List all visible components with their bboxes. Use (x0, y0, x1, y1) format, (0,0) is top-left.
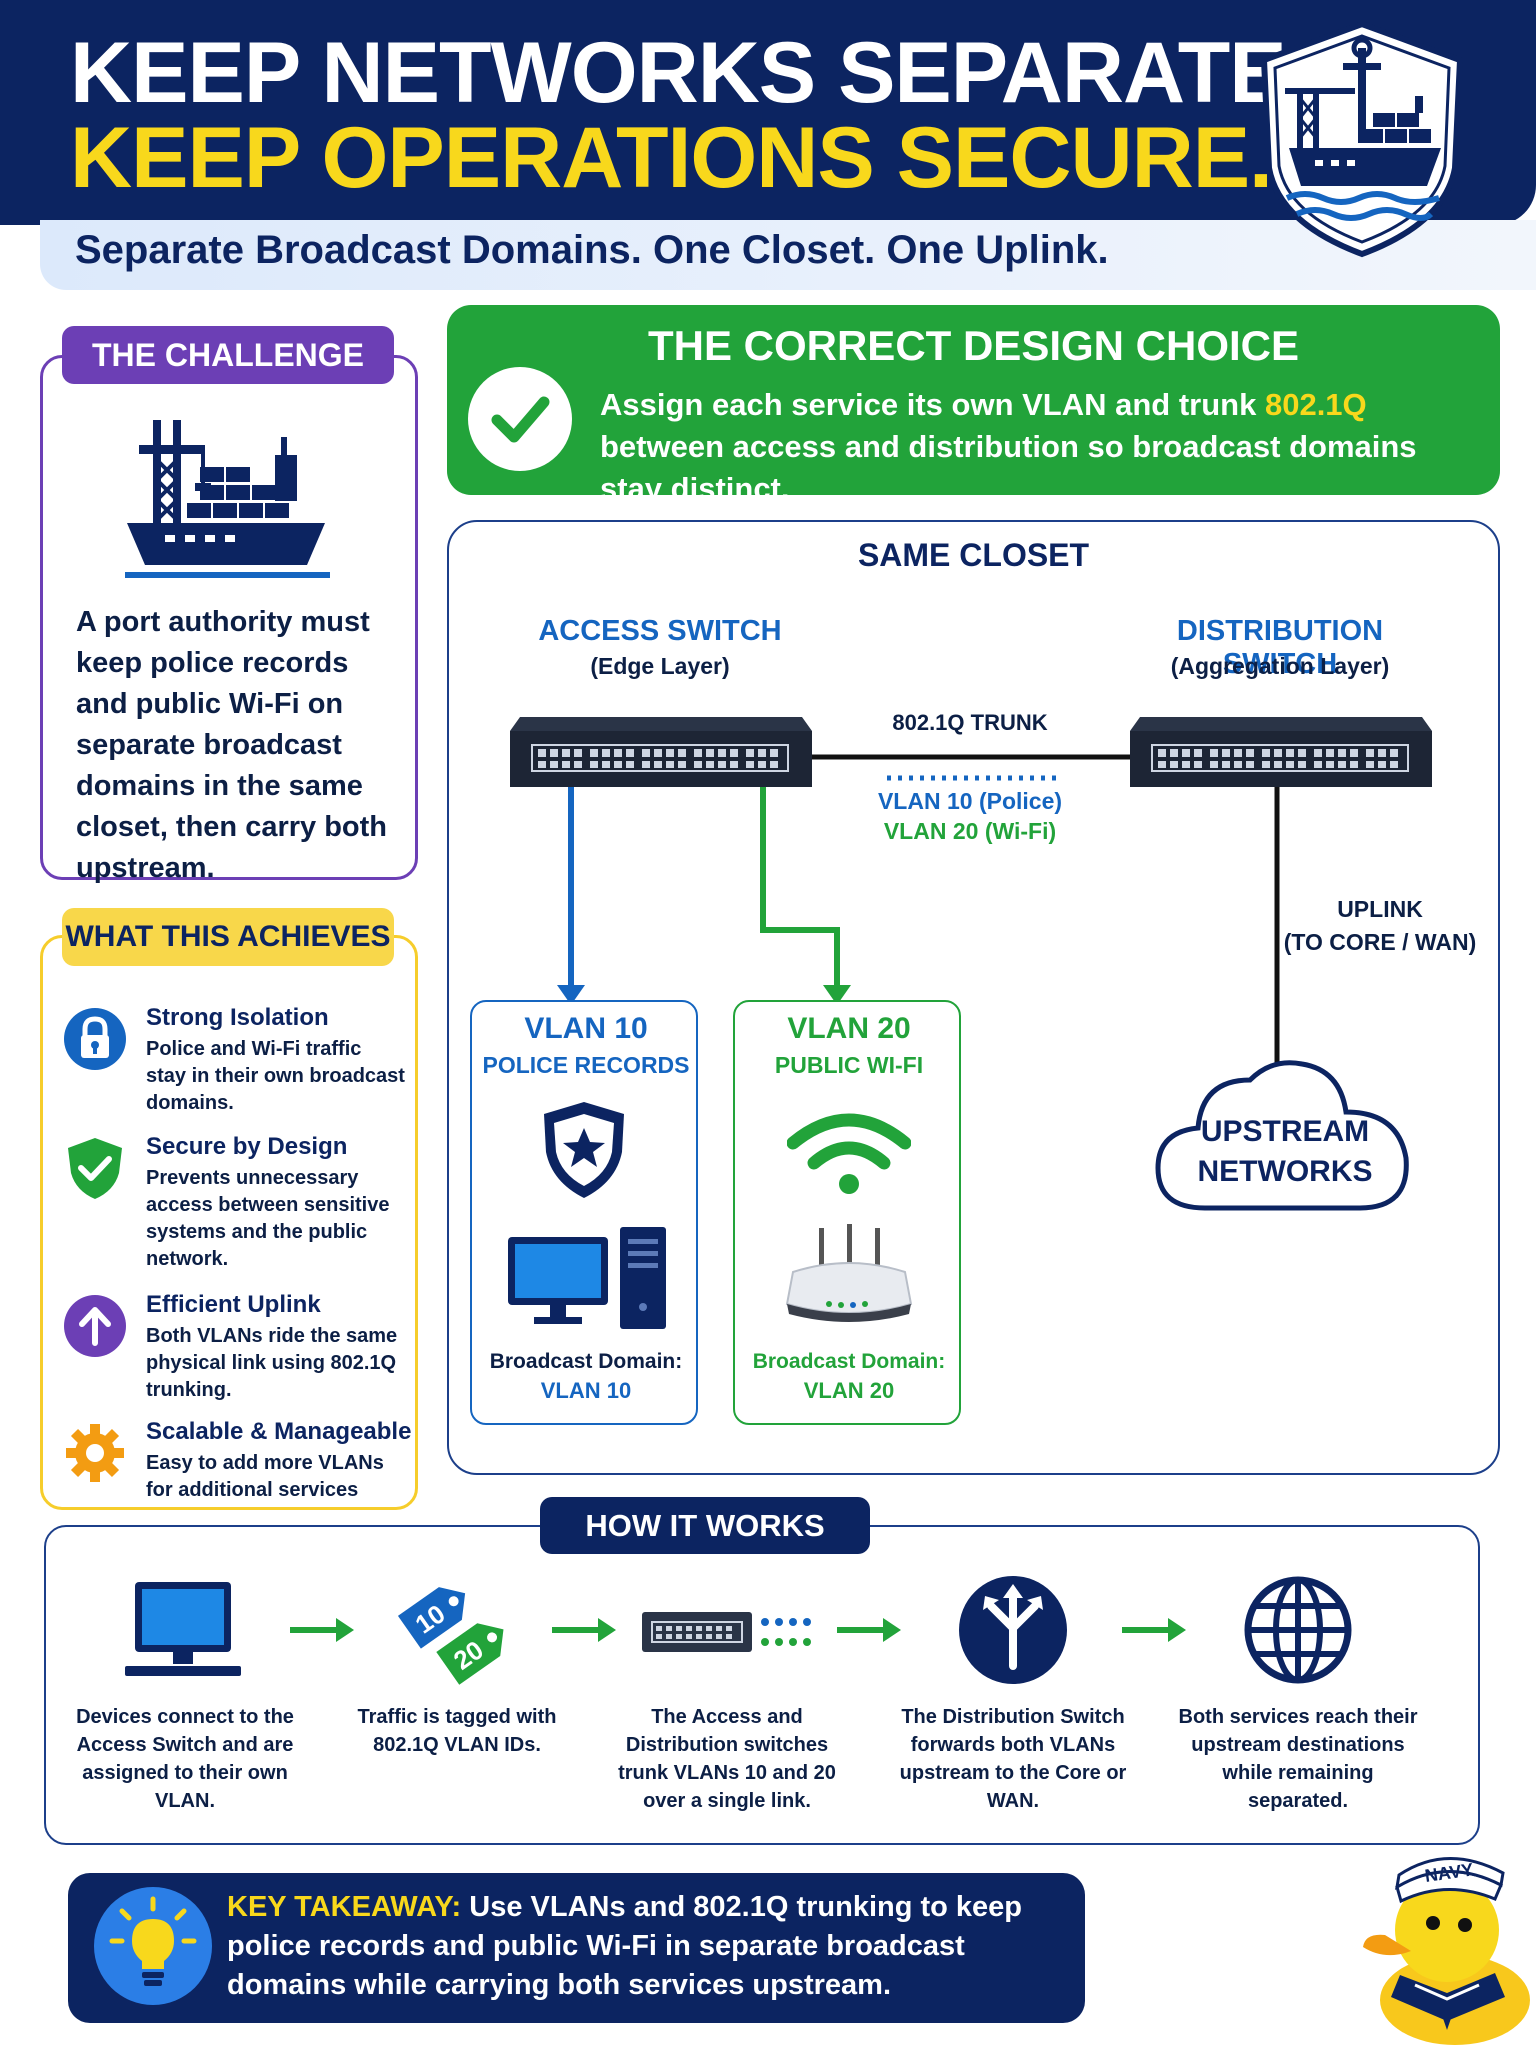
upstream-label-line: UPSTREAM (1200, 1115, 1370, 1148)
key-takeaway-body: Use VLANs and 802.1Q trunking to keep po… (227, 1891, 1023, 2001)
access-switch-title: ACCESS SWITCH (538, 615, 782, 647)
correct-text-highlight: 802.1Q (1264, 387, 1367, 422)
wifi-router-icon (785, 1224, 913, 1322)
access-switch-icon (510, 717, 812, 787)
lock-icon (64, 1008, 126, 1070)
distribution-switch-icon (1130, 717, 1432, 787)
correct-choice-heading: THE CORRECT DESIGN CHOICE (647, 322, 1300, 369)
step-arrow-icon (1122, 1618, 1186, 1642)
closet-label: SAME CLOSET (857, 537, 1090, 573)
gear-icon (66, 1424, 124, 1482)
achieve-desc: Police and Wi-Fi traffic stay in their o… (146, 1038, 405, 1114)
title-line-2: KEEP OPERATIONS SECURE. (70, 110, 1273, 206)
correct-text-part: Assign each service its own VLAN and tru… (600, 387, 1265, 422)
checkmark-icon (468, 367, 572, 471)
vlan20-sub: PUBLIC WI-FI (774, 1052, 924, 1078)
correct-choice-banner (447, 305, 1500, 495)
cargo-ship-icon (125, 420, 330, 578)
distribution-switch-title: DISTRIBUTION SWITCH (1176, 615, 1384, 680)
how-it-works-heading: HOW IT WORKS (540, 1497, 870, 1554)
uplink-label: UPLINK (TO CORE / WAN) (1275, 893, 1485, 959)
navy-duck-mascot-icon: NAVY (1363, 1857, 1530, 2045)
port-crest-icon (1260, 20, 1464, 258)
vlan20-bd-value: VLAN 20 (803, 1378, 895, 1403)
uplink-label-line: (TO CORE / WAN) (1283, 929, 1477, 955)
vlan20-arrowhead (823, 985, 851, 1005)
vlan-tag-icon: 10 20 (397, 1587, 504, 1685)
arrow-up-icon (64, 1295, 126, 1357)
desktop-computer-icon (508, 1227, 666, 1329)
challenge-heading: THE CHALLENGE (62, 326, 394, 384)
step-text: Devices connect to the Access Switch and… (76, 1706, 294, 1812)
subtitle: Separate Broadcast Domains. One Closet. … (75, 228, 1109, 272)
access-switch-sub: (Edge Layer) (590, 653, 730, 679)
step-text: Both services reach their upstream desti… (1178, 1706, 1418, 1812)
challenge-text: A port authority must keep police record… (76, 606, 388, 884)
achieve-title: Scalable & Manageable (146, 1418, 412, 1445)
trunk-label: 802.1Q TRUNK (892, 710, 1048, 735)
vlan20-link (760, 785, 840, 988)
achieve-title: Secure by Design (146, 1133, 348, 1160)
key-takeaway-text: KEY TAKEAWAY: Use VLANs and 802.1Q trunk… (227, 1888, 1077, 2005)
step-arrow-icon (552, 1618, 616, 1642)
trunk-vlan20-label: VLAN 20 (Wi-Fi) (883, 818, 1057, 844)
computer-icon (125, 1582, 241, 1676)
achieve-desc: Both VLANs ride the same physical link u… (146, 1325, 398, 1401)
vlan20-bd-label: Broadcast Domain: (752, 1350, 946, 1373)
uplink-label-line: UPLINK (1337, 896, 1423, 922)
key-takeaway-label: KEY TAKEAWAY: (227, 1891, 462, 1923)
connection-lines (557, 754, 1280, 1065)
shield-check-icon (68, 1138, 122, 1199)
achieve-desc: Prevents unnecessary access between sens… (146, 1167, 390, 1270)
vlan10-arrowhead (557, 985, 585, 1005)
step-arrow-icon (837, 1618, 901, 1642)
key-takeaway-banner (68, 1873, 1085, 2023)
achieve-title: Efficient Uplink (146, 1291, 321, 1318)
subtitle-bar (40, 220, 1536, 290)
lightbulb-icon (94, 1887, 212, 2005)
correct-text-part: between access and distribution so broad… (600, 429, 1417, 506)
switch-trunk-icon (642, 1612, 811, 1652)
distribution-switch-sub: (Aggregation Layer) (1170, 653, 1390, 679)
step-text: The Access and Distribution switches tru… (618, 1706, 836, 1812)
step-arrow-icon (290, 1618, 354, 1642)
vlan10-sub: POLICE RECORDS (482, 1052, 690, 1078)
achieves-heading: WHAT THIS ACHIEVES (62, 908, 394, 966)
route-split-icon (959, 1576, 1067, 1684)
how-it-works-panel (44, 1525, 1480, 1845)
vlan20-name: VLAN 20 (787, 1012, 911, 1045)
title-line-1: KEEP NETWORKS SEPARATE. (70, 25, 1309, 121)
vlan20-box: VLAN 20 PUBLIC WI-FI Broadcast Domain: V… (733, 1000, 961, 1425)
trunk-vlan10-label: VLAN 10 (Police) (877, 788, 1063, 814)
achieve-desc: Easy to add more VLANs for additional se… (146, 1452, 384, 1501)
achieve-title: Strong Isolation (146, 1004, 329, 1031)
vlan10-box: VLAN 10 POLICE RECORDS Broadcast Domain:… (470, 1000, 698, 1425)
globe-icon (1244, 1576, 1352, 1684)
correct-choice-text: Assign each service its own VLAN and tru… (600, 384, 1480, 510)
vlan10-bd-label: Broadcast Domain: (489, 1350, 683, 1373)
vlan10-name: VLAN 10 (524, 1012, 648, 1045)
step-text: The Distribution Switch forwards both VL… (899, 1706, 1127, 1812)
cloud-icon (1155, 1060, 1409, 1211)
vlan10-bd-value: VLAN 10 (540, 1378, 632, 1403)
step-text: Traffic is tagged with 802.1Q VLAN IDs. (357, 1706, 557, 1756)
upstream-networks-label: UPSTREAM NETWORKS (1150, 1112, 1420, 1192)
upstream-label-line: NETWORKS (1197, 1155, 1373, 1188)
police-badge-icon (544, 1102, 624, 1198)
wifi-icon (787, 1113, 911, 1194)
